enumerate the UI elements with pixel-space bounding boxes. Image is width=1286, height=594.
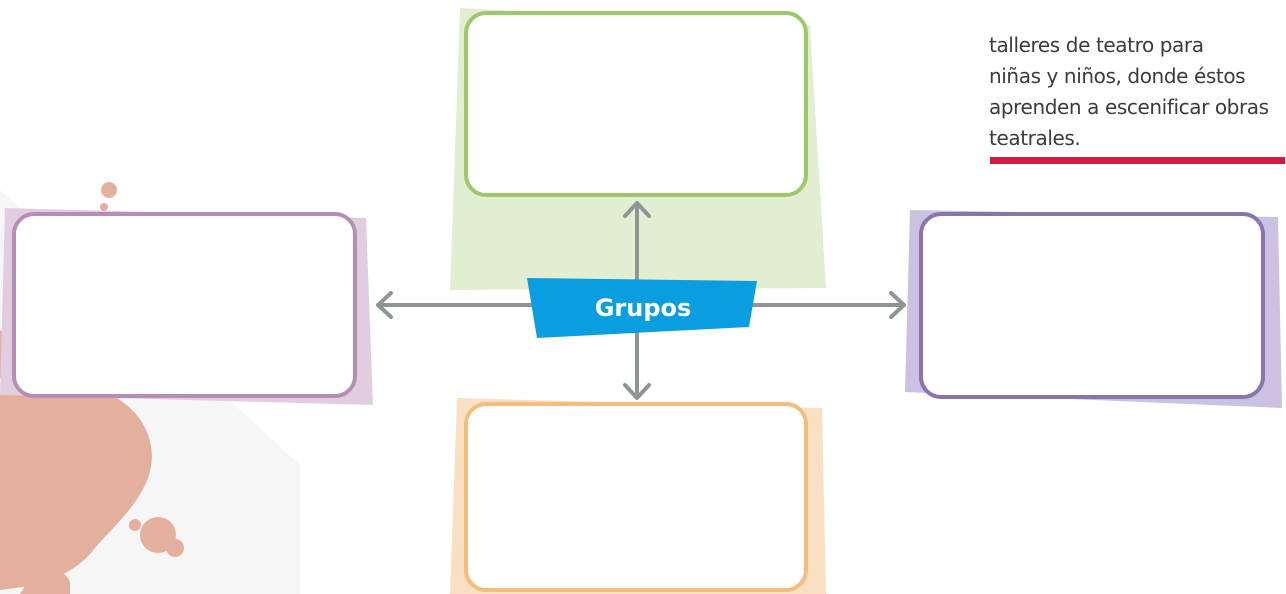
- right-box: [905, 210, 1282, 408]
- central-banner: [527, 278, 757, 338]
- top-box-frame: [464, 11, 808, 197]
- red-accent-rule: [990, 157, 1285, 164]
- arrow-head-left: [376, 291, 393, 319]
- left-box-frame: [12, 212, 357, 398]
- paragraph-line: teatrales.: [989, 126, 1081, 150]
- bottom-box-frame: [464, 402, 808, 592]
- right-box-frame: [919, 212, 1265, 399]
- paragraph-line: niñas y niños, donde éstos: [989, 64, 1246, 88]
- arrow-head-up: [623, 201, 651, 218]
- paragraph-line: aprenden a escenificar obras: [989, 95, 1269, 119]
- left-box: [0, 208, 373, 405]
- bottom-box: [450, 398, 826, 594]
- central-label-grupos: Grupos: [594, 294, 692, 322]
- arrow-head-right: [889, 291, 906, 319]
- arrow-head-down: [623, 383, 651, 400]
- top-box: [450, 8, 826, 290]
- side-paragraph-fragment: talleres de teatro para niñas y niños, d…: [989, 30, 1286, 154]
- paragraph-line: talleres de teatro para: [989, 33, 1204, 57]
